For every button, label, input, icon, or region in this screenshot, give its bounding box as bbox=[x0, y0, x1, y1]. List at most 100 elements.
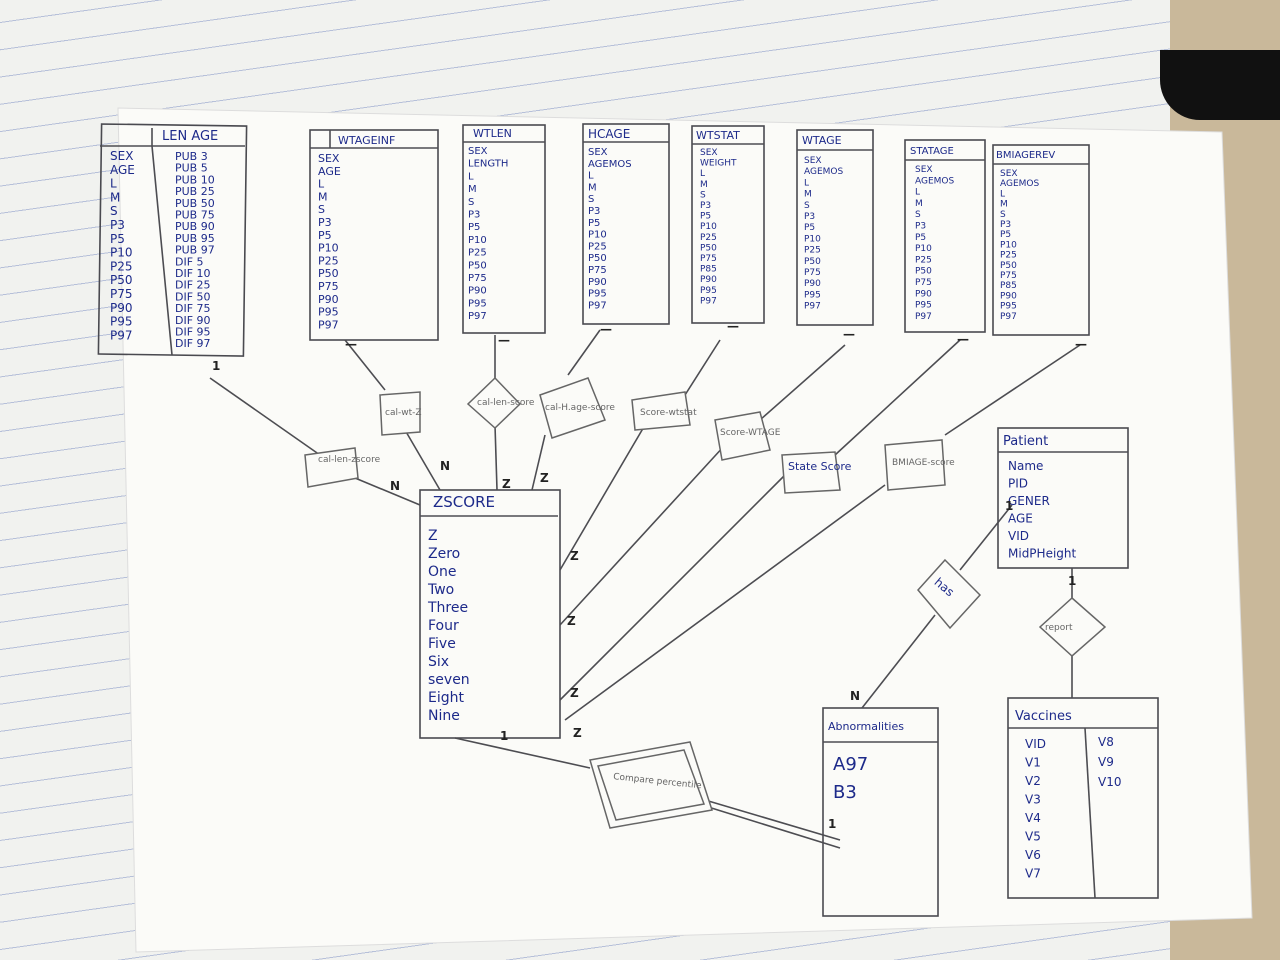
entity-attribute: M bbox=[915, 199, 923, 209]
svg-text:1: 1 bbox=[500, 729, 508, 743]
entity-attribute: P25 bbox=[318, 254, 339, 267]
entity-attribute: Eight bbox=[428, 690, 464, 706]
entity-attribute: P3 bbox=[110, 218, 125, 232]
svg-text:Z: Z bbox=[540, 471, 549, 485]
entity-attribute: P10 bbox=[804, 234, 821, 244]
entity-attribute: P5 bbox=[588, 218, 600, 229]
entity-attribute: VID bbox=[1025, 737, 1046, 751]
entity-attribute: SEX bbox=[468, 146, 488, 157]
entity-attribute: AGEMOS bbox=[915, 176, 955, 186]
svg-text:cal-len-score: cal-len-score bbox=[477, 398, 535, 408]
entity-attribute: P10 bbox=[1000, 240, 1017, 250]
entity-attribute: P5 bbox=[110, 232, 125, 246]
entity-attribute: P97 bbox=[804, 302, 821, 312]
entity-attribute: P25 bbox=[804, 246, 821, 256]
entity-attribute: M bbox=[468, 184, 477, 195]
entity-attribute: SEX bbox=[1000, 169, 1018, 179]
svg-text:1: 1 bbox=[828, 817, 836, 831]
entity-attribute: P97 bbox=[588, 300, 607, 311]
entity-attribute: S bbox=[915, 210, 921, 220]
entity-wtstat: WTSTAT SEXWEIGHTLMSP3P5P10P25P50P75P85P9… bbox=[691, 125, 765, 324]
rel-cal-wt-z: cal-wt-Z bbox=[379, 391, 422, 436]
entity-attribute: V7 bbox=[1025, 867, 1041, 881]
entity-attribute: M bbox=[1000, 200, 1008, 210]
entity-attribute: M bbox=[700, 180, 708, 190]
connector-lines bbox=[209, 329, 1081, 849]
entity-title: BMIAGEREV bbox=[996, 150, 1055, 161]
entity-attribute: WEIGHT bbox=[700, 159, 737, 169]
cardinality-labels: 1 N N Z Z Z Z Z Z 1 N 1 1 1 — — — — — — … bbox=[212, 319, 1087, 831]
rel-compare-percentile: Compare percentile bbox=[589, 741, 713, 829]
entity-title: LEN AGE bbox=[162, 129, 218, 144]
entity-attribute: L bbox=[318, 178, 325, 191]
svg-text:1: 1 bbox=[1068, 574, 1076, 588]
entity-attribute: L bbox=[915, 188, 920, 198]
entity-attribute: DIF 97 bbox=[175, 337, 211, 350]
entity-attribute: P50 bbox=[915, 267, 932, 277]
svg-text:Z: Z bbox=[570, 549, 579, 563]
entity-attribute: S bbox=[804, 201, 810, 211]
svg-text:Score-WTAGE: Score-WTAGE bbox=[720, 428, 781, 438]
entity-attribute: SEX bbox=[700, 148, 718, 158]
entity-attribute: Six bbox=[428, 654, 449, 670]
svg-text:—: — bbox=[1075, 337, 1087, 351]
entity-attribute: P75 bbox=[915, 278, 932, 288]
entity-attribute: P5 bbox=[915, 233, 926, 243]
svg-text:1: 1 bbox=[212, 359, 220, 373]
svg-text:—: — bbox=[600, 322, 612, 336]
entity-attribute: AGEMOS bbox=[804, 167, 844, 177]
entity-title: WTSTAT bbox=[696, 129, 740, 142]
entity-attribute: Two bbox=[427, 582, 454, 598]
entity-attribute: P97 bbox=[318, 318, 339, 331]
rel-bmiage-score: BMIAGE-score bbox=[884, 439, 955, 491]
entity-attribute: Nine bbox=[428, 708, 460, 724]
entity-attribute: AGE bbox=[1008, 512, 1033, 526]
svg-text:Z: Z bbox=[573, 726, 582, 740]
entity-zscore: ZSCORE ZZeroOneTwoThreeFourFiveSixsevenE… bbox=[419, 489, 561, 739]
entity-attribute: S bbox=[700, 190, 706, 200]
entity-attribute: P85 bbox=[700, 265, 717, 275]
rel-score-wtstat: Score-wtstat bbox=[631, 391, 697, 431]
entity-attribute: P90 bbox=[700, 275, 717, 285]
entity-attribute: V6 bbox=[1025, 848, 1041, 862]
entity-attribute: P25 bbox=[468, 248, 487, 259]
entity-attribute: VID bbox=[1008, 529, 1029, 543]
entity-title: Abnormalities bbox=[828, 720, 904, 733]
entity-attribute: P25 bbox=[915, 255, 932, 265]
entity-attribute: SEX bbox=[318, 152, 340, 165]
entity-attribute: PUB 50 bbox=[175, 197, 215, 210]
entity-attribute: S bbox=[110, 204, 118, 218]
entity-attribute: P97 bbox=[700, 296, 717, 306]
entity-attribute: B3 bbox=[833, 782, 857, 803]
entity-attribute: P50 bbox=[318, 267, 339, 280]
entity-attribute: V8 bbox=[1098, 735, 1114, 749]
entity-attribute: V4 bbox=[1025, 811, 1041, 825]
svg-text:N: N bbox=[850, 689, 860, 703]
entity-attribute: P90 bbox=[318, 293, 339, 306]
entity-attribute: DIF 75 bbox=[175, 302, 211, 315]
entity-attribute: P5 bbox=[1000, 230, 1011, 240]
entity-attribute: seven bbox=[428, 672, 470, 688]
entity-attribute: P95 bbox=[1000, 302, 1017, 312]
entity-attribute: P50 bbox=[804, 257, 821, 267]
entity-title: WTAGEINF bbox=[338, 134, 395, 147]
entity-wtlen: WTLEN SEXLENGTHLMSP3P5P10P25P50P75P90P95… bbox=[462, 124, 546, 334]
entity-wtageinf: WTAGEINF SEXAGELMSP3P5P10P25P50P75P90P95… bbox=[309, 129, 439, 341]
entity-attribute: P90 bbox=[915, 289, 932, 299]
entity-attribute: Four bbox=[428, 618, 459, 634]
entity-attribute: L bbox=[1000, 189, 1005, 199]
entity-attribute: P75 bbox=[588, 265, 607, 276]
entity-attribute: P3 bbox=[318, 216, 332, 229]
entity-attribute: LENGTH bbox=[468, 159, 508, 170]
svg-text:cal-H.age-score: cal-H.age-score bbox=[545, 403, 615, 413]
svg-text:—: — bbox=[345, 337, 357, 351]
entity-attribute: PUB 10 bbox=[175, 173, 215, 186]
entity-attribute: PID bbox=[1008, 477, 1028, 491]
entity-attribute: S bbox=[468, 197, 474, 208]
entity-attribute: S bbox=[1000, 210, 1006, 220]
entity-attribute: P95 bbox=[915, 301, 932, 311]
drawing-paper bbox=[117, 107, 1253, 953]
svg-text:BMIAGE-score: BMIAGE-score bbox=[892, 458, 955, 468]
